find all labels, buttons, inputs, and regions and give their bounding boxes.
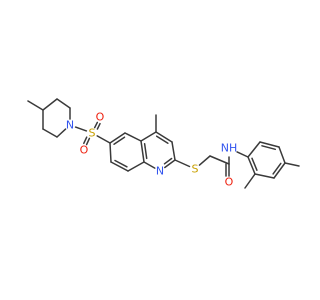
atom-label-s2: S [89, 127, 96, 140]
bond-a6-a1 [247, 141, 261, 158]
bond-nh-a1 [236, 151, 249, 158]
atom-label-n1: N [156, 165, 164, 178]
atom-label-o3: O [96, 111, 105, 124]
bond-n1-c2-inner [163, 157, 173, 165]
bond-c7-c8-inner [114, 159, 128, 168]
bond-c8-c8a [127, 161, 145, 172]
bond-layer [27, 98, 300, 189]
bond-c3-c4-inner [155, 135, 169, 144]
bond-c2-s1 [174, 159, 191, 168]
bond-ch2-cam [209, 155, 230, 165]
bond-a1-a2-inner [251, 157, 258, 171]
atom-label-n2: N [66, 119, 74, 132]
bond-c4-c4a [140, 131, 157, 142]
bond-a1-a2 [247, 156, 256, 175]
bond-c4a-c5 [124, 132, 142, 142]
bond-s2-o2 [85, 137, 91, 146]
bond-c5-c6 [109, 132, 126, 144]
bond-s2-o3 [93, 121, 99, 129]
bond-s2-o2-second [83, 136, 88, 145]
bond-a3-a4 [273, 162, 286, 179]
bond-c6-s2 [96, 135, 111, 144]
bond-a4-me4b [284, 162, 300, 167]
bond-c2-c3 [171, 141, 176, 161]
bond-c4a-c8a [140, 140, 145, 163]
bond-a5-a6 [259, 141, 280, 148]
bond-n1-c2 [164, 159, 176, 169]
atom-label-o1: O [225, 176, 234, 189]
bond-pa-pb [42, 128, 58, 138]
bond-c4a-c8a-inner [143, 142, 148, 160]
bond-pc-pd [42, 98, 58, 111]
bond-s2-n2 [74, 126, 88, 132]
atom-label-s1: S [192, 163, 199, 176]
bond-a3-a4-inner [272, 162, 282, 175]
atom-label-nh: NH [221, 142, 238, 155]
bond-c3-c4 [155, 131, 173, 143]
bond-a2-a3 [254, 173, 275, 179]
bond-a2-me2 [244, 173, 256, 189]
bond-a4-a5 [278, 146, 286, 164]
bond-c6-c7 [109, 142, 112, 163]
bond-s2-o3-second [96, 122, 101, 130]
bond-s1-ch2 [198, 155, 211, 166]
bond-n2-pa [56, 128, 67, 138]
bond-c7-c8 [110, 161, 129, 172]
bond-a5-a6-inner [261, 145, 277, 151]
bond-c8a-n1 [143, 161, 156, 169]
atom-label-o2: O [80, 144, 89, 157]
bond-pc-pme [27, 100, 44, 111]
bond-pd-pe [56, 98, 71, 109]
bond-c5-c6-inner [113, 136, 126, 145]
